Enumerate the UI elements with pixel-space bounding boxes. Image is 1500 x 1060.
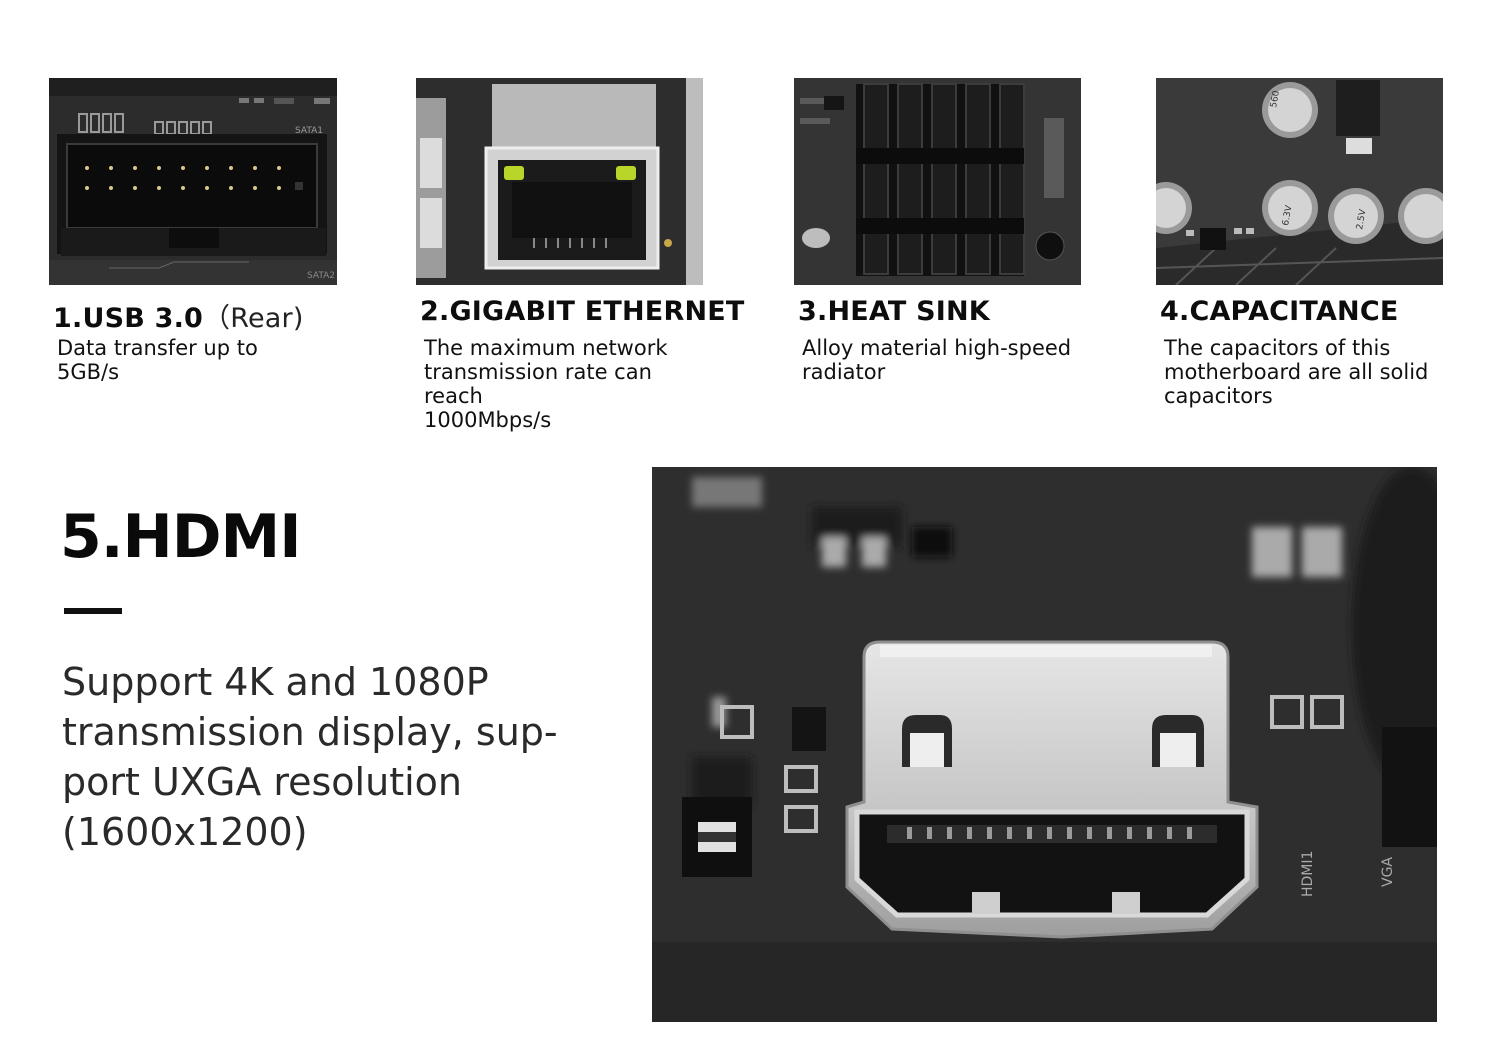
feature-description: The maximum network transmission rate ca… [424, 336, 668, 432]
ethernet-port-photo [416, 78, 703, 285]
feature-capacitance: 560 6.3V 2.5V 4.CAPACITANCE The capacito… [1156, 78, 1443, 408]
heat-sink-illustration [794, 78, 1081, 285]
title-underline [64, 608, 122, 614]
feature-description: The capacitors of this motherboard are a… [1164, 336, 1429, 408]
feature-title: 4.CAPACITANCE [1160, 296, 1399, 327]
hdmi-port-illustration: HDMI1 VGA [652, 467, 1437, 1022]
capacitor-voltage-2: 2.5V [1355, 208, 1369, 231]
hdmi-title: 5.HDMI [60, 502, 302, 572]
ethernet-port-illustration [416, 78, 703, 285]
hdmi-port-photo: HDMI1 VGA [652, 467, 1437, 1022]
usb-header-illustration: SATA1 SATA2 [49, 78, 337, 285]
usb-header-photo: SATA1 SATA2 [49, 78, 337, 285]
feature-title: 1.USB 3.0（Rear) [53, 296, 304, 335]
capacitors-photo: 560 6.3V 2.5V [1156, 78, 1443, 285]
feature-title-note: （Rear) [203, 303, 304, 334]
feature-title: 2.GIGABIT ETHERNET [420, 296, 745, 327]
feature-title-main: 1.USB 3.0 [53, 303, 204, 334]
feature-description: Alloy material high-speed radiator [802, 336, 1072, 384]
feature-usb: SATA1 SATA2 1.USB 3.0（Rear) Data transfe… [49, 78, 337, 384]
capacitors-illustration: 560 6.3V 2.5V [1156, 78, 1443, 285]
capacitor-voltage: 6.3V [1281, 204, 1295, 227]
sata2-silk: SATA2 [307, 271, 335, 281]
sata1-silk: SATA1 [295, 126, 323, 136]
feature-heat-sink: 3.HEAT SINK Alloy material high-speed ra… [794, 78, 1081, 384]
heat-sink-photo [794, 78, 1081, 285]
hdmi-silk-label: HDMI1 [1300, 851, 1316, 897]
hdmi-description: Support 4K and 1080P transmission displa… [62, 660, 558, 854]
feature-ethernet: 2.GIGABIT ETHERNET The maximum network t… [416, 78, 744, 432]
feature-description: Data transfer up to 5GB/s [57, 336, 258, 384]
capacitor-rating: 560 [1269, 90, 1282, 109]
vga-silk-label: VGA [1380, 857, 1396, 887]
feature-title: 3.HEAT SINK [798, 296, 990, 327]
